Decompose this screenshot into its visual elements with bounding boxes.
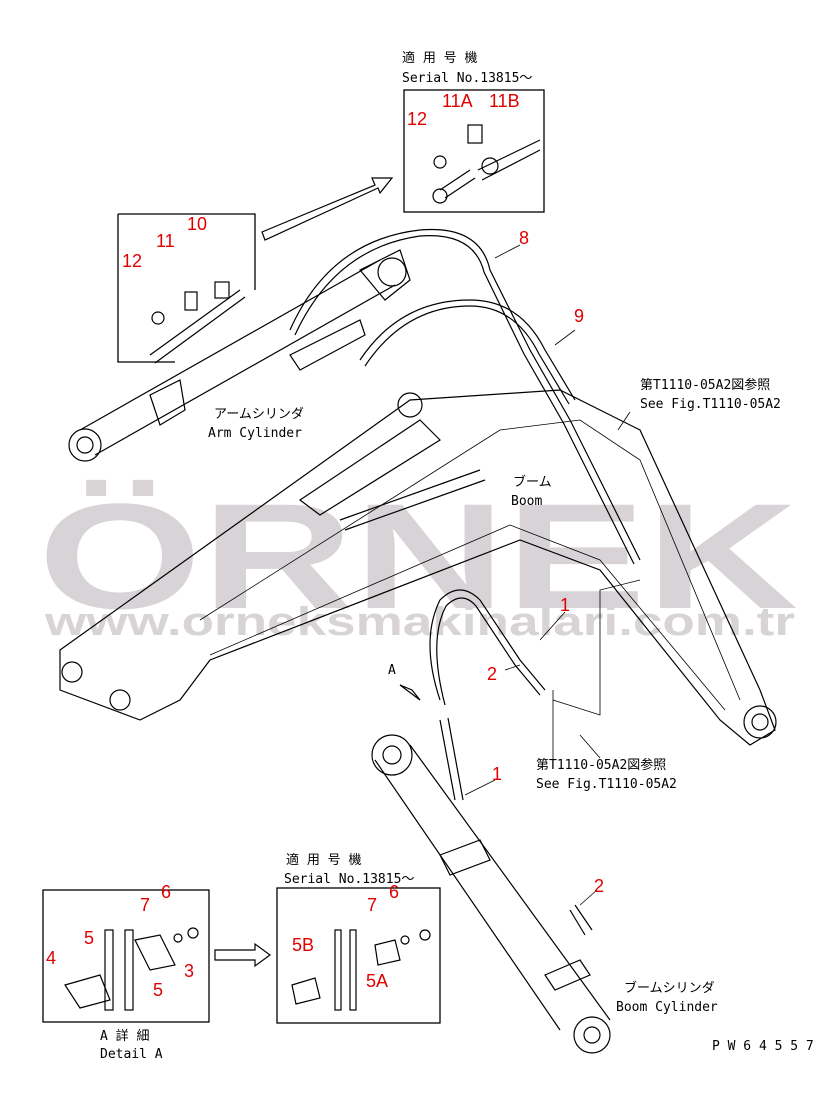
callout-11: 11 xyxy=(156,231,175,251)
boom-cylinder-label-en: Boom Cylinder xyxy=(616,1000,718,1015)
callout-2: 2 xyxy=(594,876,604,896)
callout-6: 6 xyxy=(161,882,171,902)
leader-lines xyxy=(464,244,631,906)
callout-5: 5 xyxy=(153,980,163,1000)
boom-cylinder-label-jp: ブームシリンダ xyxy=(624,980,715,996)
boom-label-jp: ブーム xyxy=(513,474,552,490)
callout-8: 8 xyxy=(519,228,529,248)
hose-8 xyxy=(289,228,641,561)
callout-5: 5 xyxy=(84,928,94,948)
callout-7: 7 xyxy=(367,895,377,915)
see-fig-top-en: See Fig.T1110-05A2 xyxy=(640,397,781,412)
arm-cylinder-label-en: Arm Cylinder xyxy=(208,426,302,441)
callout-4: 4 xyxy=(46,948,56,968)
arrow-icon xyxy=(214,942,272,968)
callout-12: 12 xyxy=(122,251,142,271)
see-fig-top-jp: 第T1110-05A2図参照 xyxy=(640,377,770,393)
detail-a-label-jp: A 詳 細 xyxy=(100,1028,149,1044)
clamp-detail-top xyxy=(432,124,541,204)
drawing-number: P W 6 4 5 5 7 xyxy=(712,1039,814,1054)
callout-11A: 11A xyxy=(442,91,473,111)
serial-detail-box-top xyxy=(403,89,545,213)
callout-7: 7 xyxy=(140,895,150,915)
detail-a-box xyxy=(42,889,210,1023)
view-arrow-icon xyxy=(399,684,421,701)
see-fig-mid-en: See Fig.T1110-05A2 xyxy=(536,777,677,792)
callout-1: 1 xyxy=(492,764,502,784)
serial-bottom-en: Serial No.13815～ xyxy=(284,872,414,887)
callout-5A: 5A xyxy=(366,971,388,991)
detail-a-label-en: Detail A xyxy=(100,1047,163,1062)
hose-9 xyxy=(359,299,576,401)
callout-3: 3 xyxy=(184,961,194,981)
view-a-label: A xyxy=(388,663,396,678)
callout-5B: 5B xyxy=(292,935,314,955)
watermark-url: www.orneksmakinalari.com.tr xyxy=(44,600,795,644)
serial-bottom-parts xyxy=(291,929,431,1011)
see-fig-mid-jp: 第T1110-05A2図参照 xyxy=(536,757,666,773)
serial-detail-box-bottom xyxy=(276,887,441,1024)
serial-note-jp: 適 用 号 機 xyxy=(402,50,477,66)
callout-6: 6 xyxy=(389,882,399,902)
clamp-detail-left xyxy=(149,281,246,364)
arm-cylinder-label-jp: アームシリンダ xyxy=(214,407,304,422)
callout-11B: 11B xyxy=(489,91,520,111)
arrow-icon xyxy=(261,177,394,241)
watermark-brand: ÖRNEK xyxy=(38,472,798,640)
callout-10: 10 xyxy=(187,214,207,234)
serial-bottom-jp: 適 用 号 機 xyxy=(286,852,361,868)
boom-cylinder xyxy=(371,734,611,1054)
hose-1 xyxy=(429,589,546,701)
boom xyxy=(59,389,777,746)
callout-1: 1 xyxy=(560,595,570,615)
callout-12: 12 xyxy=(407,109,427,129)
arm-cylinder xyxy=(68,249,411,462)
detail-a-parts xyxy=(64,927,199,1011)
callout-2: 2 xyxy=(487,664,497,684)
boom-label-en: Boom xyxy=(511,494,542,509)
callout-9: 9 xyxy=(574,306,584,326)
serial-note-en: Serial No.13815～ xyxy=(402,71,532,86)
